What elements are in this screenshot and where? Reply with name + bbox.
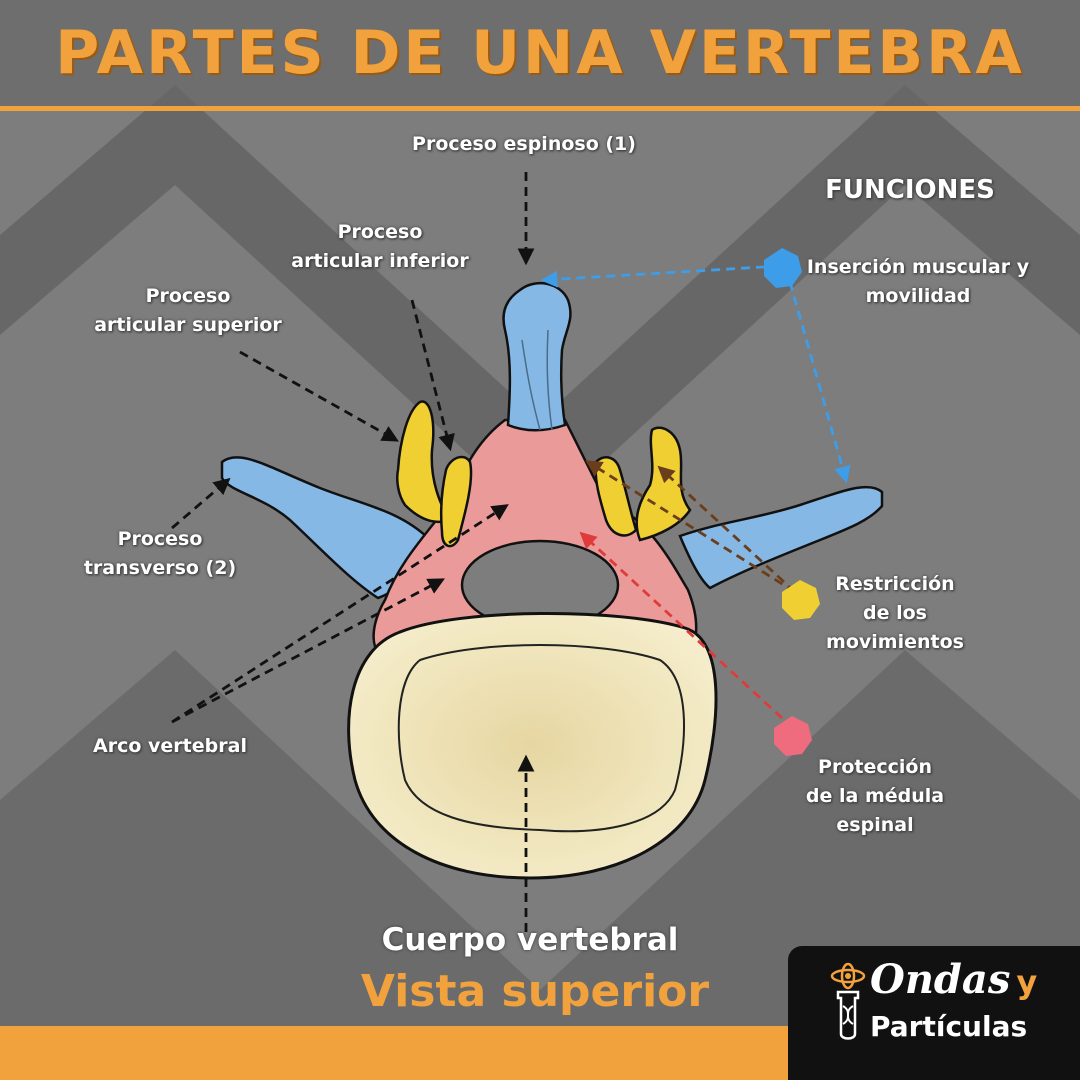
label-articular-superior-line1: Proceso (145, 285, 231, 307)
label-articular-inferior-line2: articular inferior (291, 250, 469, 272)
label-spinous-process: Proceso espinoso (1) (384, 130, 664, 159)
bg-lower-left (0, 650, 540, 1080)
transverse-process-right (678, 485, 884, 590)
part-arrows (171, 172, 535, 932)
label-arch-text: Arco vertebral (93, 735, 247, 757)
function-restriction-line1: Restricción (835, 573, 955, 595)
label-articular-superior-line2: articular superior (94, 314, 282, 336)
label-articular-superior: Proceso articular superior (78, 282, 298, 340)
arrow-arch-lower (171, 578, 445, 724)
function-restriction: Restricción de los movimientos (810, 570, 980, 657)
bg-chevron-left (0, 85, 540, 520)
label-vertebral-arch: Arco vertebral (70, 732, 270, 761)
title-underline (0, 106, 1080, 111)
arrow-transverse (171, 477, 231, 530)
arrow-articular-inferior (410, 299, 455, 452)
label-transverse-line1: Proceso (117, 528, 203, 550)
bg-chevron-right (540, 85, 1080, 520)
label-articular-inferior: Proceso articular inferior (270, 218, 490, 276)
function-protection-line3: espinal (836, 814, 914, 836)
restriction-marker (782, 580, 820, 620)
label-articular-inferior-line1: Proceso (337, 221, 423, 243)
logo-line2: Partículas (870, 1010, 1028, 1043)
label-view: Vista superior (360, 966, 710, 1017)
label-spinous-text: Proceso espinoso (1) (412, 133, 636, 155)
articular-process-left-inferior (439, 455, 473, 548)
label-transverse-process: Proceso transverso (2) (60, 525, 260, 583)
articular-process-right-inferior (594, 456, 638, 537)
logo-line1-suffix: y (1016, 963, 1038, 1001)
label-transverse-line2: transverso (2) (83, 557, 237, 579)
protection-marker (774, 716, 812, 756)
spinous-process-detail (521, 329, 553, 431)
functions-heading: FUNCIONES (800, 172, 1020, 208)
vertebral-body (347, 612, 718, 880)
arrow-arch-upper (171, 504, 509, 724)
arrow-insertion-spinous (540, 264, 781, 288)
articular-process-left-superior (396, 400, 452, 524)
logo-line1-text: Ondas (870, 956, 1011, 1003)
function-insertion-line1: Inserción muscular y (806, 256, 1030, 278)
functions-heading-text: FUNCIONES (825, 175, 995, 205)
arrow-insertion-transverse (788, 281, 851, 484)
function-protection-line1: Protección (818, 756, 932, 778)
function-arrows (540, 264, 851, 720)
function-protection: Protección de la médula espinal (790, 753, 960, 840)
arrow-restriction-upper (585, 460, 796, 594)
function-insertion-line2: movilidad (865, 285, 971, 307)
function-restriction-line3: movimientos (826, 631, 964, 653)
function-protection-line2: de la médula (805, 785, 945, 807)
spinous-process (502, 282, 572, 432)
function-restriction-line2: de los (863, 602, 927, 624)
arrow-restriction-lower (657, 465, 796, 594)
articular-process-right-superior (635, 426, 692, 542)
arrow-protection (579, 531, 783, 720)
vertebral-body-rim (397, 644, 685, 833)
page-title: PARTES DE UNA VERTEBRA (55, 18, 1025, 88)
insertion-marker (764, 248, 802, 288)
flask-atom-icon (830, 962, 866, 1040)
function-insertion: Inserción muscular y movilidad (800, 253, 1036, 311)
label-vertebral-body: Cuerpo vertebral (381, 922, 679, 958)
